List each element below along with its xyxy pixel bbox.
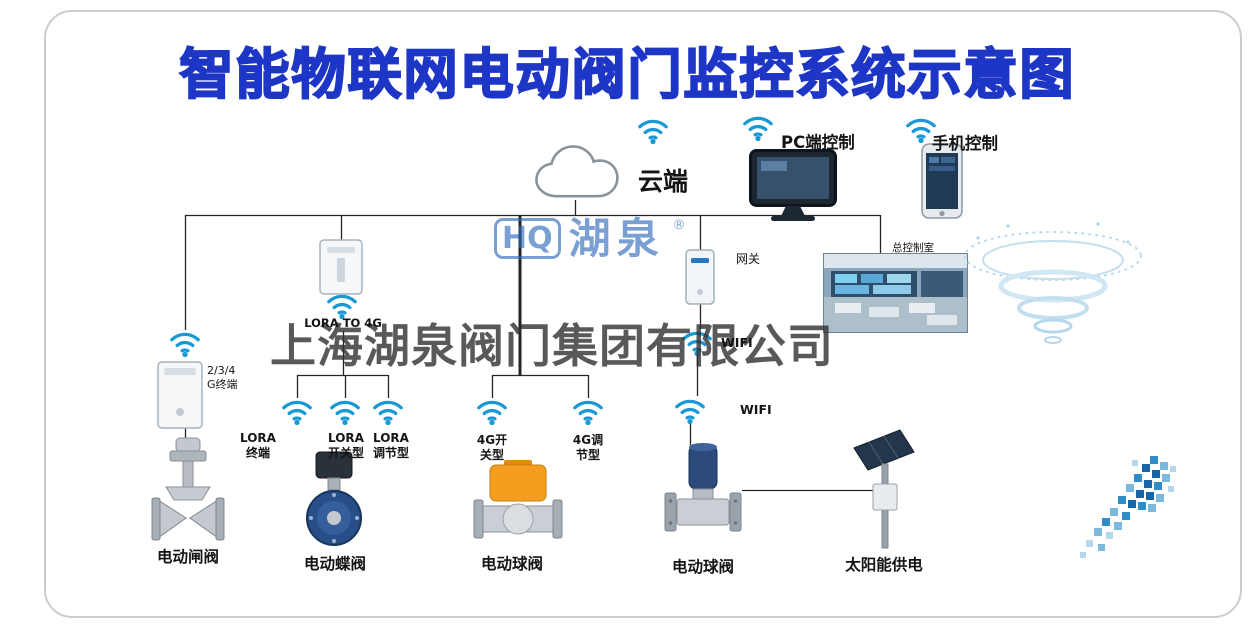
wifi-mid-label: WIFI [721,335,753,350]
g4-adjust-label: 4G调 节型 [572,433,604,462]
ball-valve-orange-image [473,460,563,539]
smartphone-icon [921,143,963,219]
gateway-device [685,249,715,305]
pc-control-label: PC端控制 [781,133,855,152]
brand-monogram: HQ [494,218,561,259]
gate-valve-label: 电动闸阀 [156,548,219,566]
cloud-label: 云端 [638,167,689,196]
wifi-icon [743,116,773,141]
phone-control-label: 手机控制 [932,134,998,153]
wifi-icon [330,400,360,425]
control-room-image [823,253,968,333]
ball-valve-blue-label: 电动球阀 [671,558,734,576]
wifi-icon [373,400,403,425]
runner-decoration [1080,456,1176,558]
registered-mark: ® [672,218,686,233]
g4-switch-label: 4G开 关型 [476,433,508,462]
g234-terminal-label: 2/3/4 G终端 [207,364,238,391]
brand-logo: HQ 湖泉 ® [494,218,686,260]
wifi-icon [282,400,312,425]
wifi-icon [638,119,668,144]
g234-terminal-device [157,361,203,429]
control-room-label: 总控制室 [892,242,934,254]
lora-gateway-label: LORA TO 4G [304,316,382,330]
butterfly-valve-image [306,451,362,546]
solar-power-label: 太阳能供电 [845,556,923,574]
wifi-icon [906,118,936,143]
wifi-low-label: WIFI [740,402,772,417]
brand-name: 湖泉 [568,214,665,263]
wifi-icon [573,400,603,425]
wifi-icon [477,400,507,425]
company-watermark: 上海湖泉阀门集团有限公司 [270,319,834,373]
cloud-icon [535,145,619,198]
vortex-decoration [964,222,1142,344]
lora-switch-label: LORA 开关型 [327,431,364,460]
wifi-icon [170,332,200,357]
lora-terminal-label: LORA 终端 [240,431,276,460]
solar-panel-image [853,429,915,549]
page-title: 智能物联网电动阀门监控系统示意图 [179,42,1076,107]
lora-adjust-label: LORA 调节型 [372,431,409,460]
wifi-icon [675,399,705,424]
gate-valve-image [151,437,225,541]
butterfly-valve-label: 电动蝶阀 [303,555,366,573]
pc-monitor-icon [749,149,837,221]
gateway-label: 网关 [736,252,761,266]
ball-valve-blue-image [664,443,742,532]
lora-gateway-device [319,239,363,295]
ball-valve-orange-label: 电动球阀 [480,555,543,573]
